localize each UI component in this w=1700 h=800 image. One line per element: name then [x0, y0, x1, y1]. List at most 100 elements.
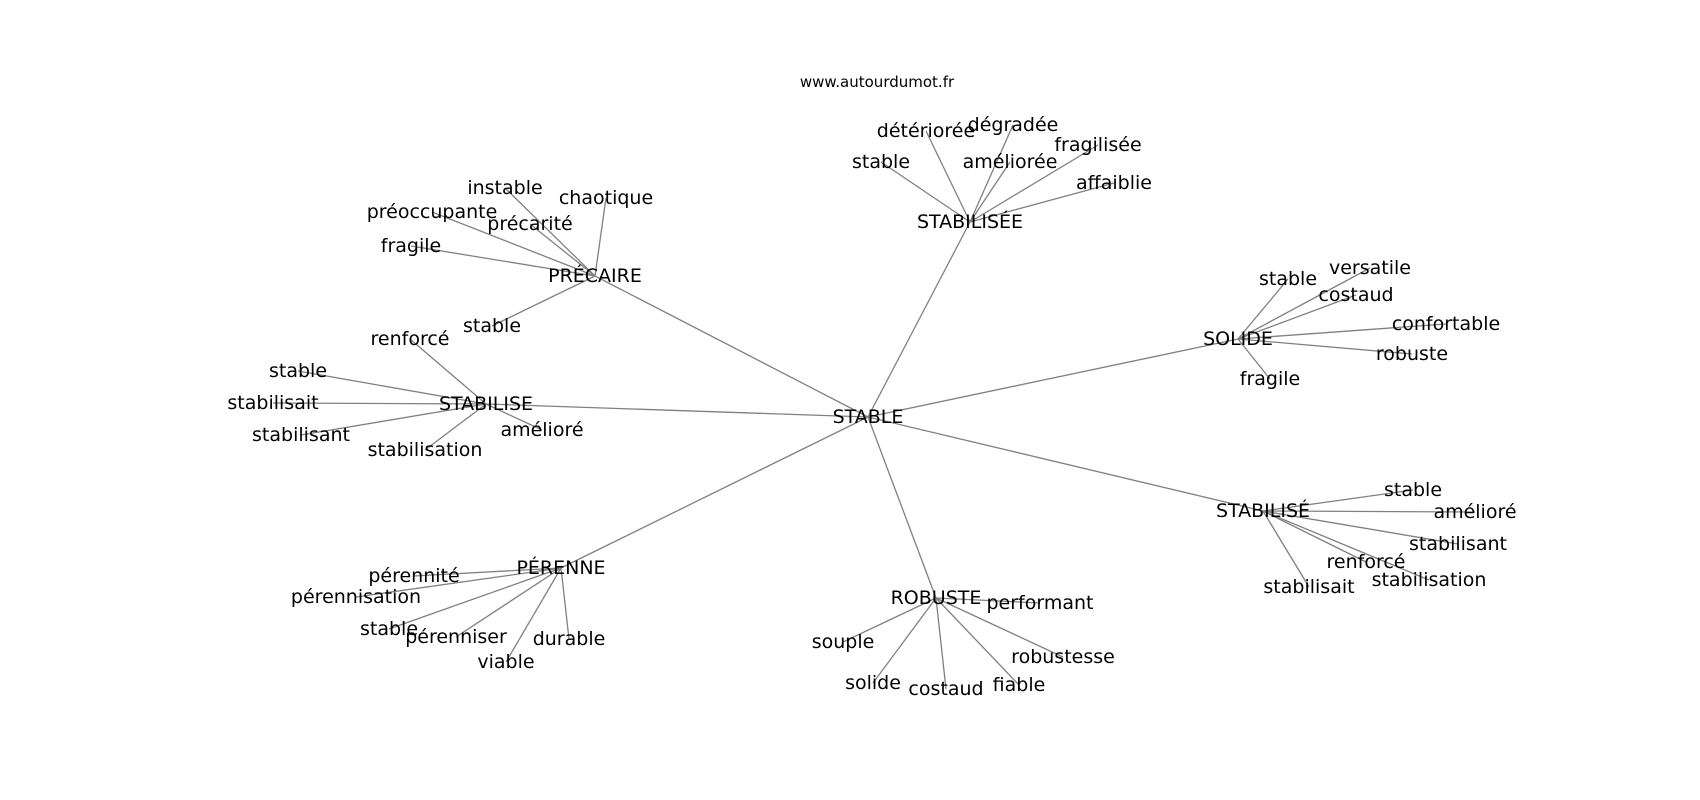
word-node-perenne-4: viable [477, 651, 534, 673]
word-node-stabilise-acc-0: stable [1384, 479, 1442, 501]
word-node-stabilise-acc-1: amélioré [1433, 501, 1516, 523]
edge-solide-word-3 [1237, 323, 1447, 340]
word-node-robuste-4: costaud [908, 678, 983, 700]
word-node-robuste-5: fiable [993, 674, 1046, 696]
edge-stabilise-acc-word-2 [1262, 510, 1459, 545]
edge-stabilise-acc-word-3 [1262, 510, 1367, 563]
word-node-perenne-2: stable [360, 618, 418, 640]
edge-perenne-word-5 [560, 567, 570, 640]
edge-stabilise-acc-word-4 [1262, 510, 1430, 581]
word-node-precaire-4: fragile [381, 235, 441, 257]
edge-perenne-word-4 [505, 567, 562, 663]
word-node-stabilise-5: amélioré [500, 419, 583, 441]
word-node-precaire-3: précarité [487, 213, 572, 235]
edge-precaire-word-4 [410, 245, 596, 277]
edge-center-stabilise-acc [867, 416, 1264, 512]
word-node-perenne-5: durable [533, 628, 606, 650]
word-node-stabilisee-1: dégradée [968, 114, 1059, 136]
word-node-robuste-2: robustesse [1011, 646, 1115, 668]
edge-stabilisee-word-0 [925, 130, 971, 223]
edge-stabilise-word-5 [485, 403, 543, 431]
graph-labels: STABLE PRÉCAIRE instable chaotique préoccupa… [227, 114, 1516, 700]
edge-solide-word-5 [1237, 338, 1271, 380]
word-node-stabilisee-5: affaiblie [1076, 172, 1152, 194]
cluster-node-precaire: PRÉCAIRE [548, 264, 642, 287]
word-node-solide-1: versatile [1329, 257, 1411, 279]
word-node-stabilisee-2: stable [852, 151, 910, 173]
word-node-precaire-2: préoccupante [367, 201, 498, 223]
word-node-solide-3: confortable [1392, 313, 1500, 335]
word-node-solide-4: robuste [1376, 343, 1448, 365]
edge-perenne-word-3 [455, 567, 562, 638]
word-node-perenne-3: pérenniser [405, 626, 507, 648]
source-label: www.autourdumot.fr [800, 73, 955, 91]
edge-stabilise-word-1 [297, 370, 487, 405]
edge-robuste-word-2 [935, 597, 1064, 658]
word-node-stabilisee-3: améliorée [963, 151, 1058, 173]
edge-robuste-word-0 [935, 597, 1041, 604]
cluster-node-stabilise-acc: STABILISÉ [1216, 499, 1310, 522]
edge-stabilise-word-4 [424, 403, 487, 451]
edge-center-perenne [560, 416, 869, 569]
word-node-stabilise-acc-2: stabilisant [1409, 533, 1507, 555]
edge-solide-word-1 [1237, 267, 1371, 340]
edge-robuste-word-3 [872, 597, 937, 684]
edge-stabilise-word-0 [409, 338, 487, 405]
word-node-stabilise-acc-5: stabilisait [1263, 576, 1354, 598]
word-node-precaire-0: instable [467, 177, 542, 199]
word-node-precaire-1: chaotique [559, 187, 653, 209]
edge-stabilisee-word-2 [880, 161, 971, 223]
word-node-solide-0: stable [1259, 268, 1317, 290]
cluster-node-robuste: ROBUSTE [891, 587, 982, 609]
edge-robuste-word-4 [935, 597, 947, 690]
word-node-perenne-0: pérennité [368, 565, 459, 587]
edge-robuste-word-1 [842, 597, 937, 643]
word-node-precaire-5: stable [463, 315, 521, 337]
edge-stabilise-acc-word-1 [1262, 510, 1476, 513]
edge-precaire-word-3 [529, 223, 596, 277]
edge-stabilisee-word-5 [969, 182, 1115, 223]
word-node-perenne-1: pérennisation [291, 586, 421, 608]
word-node-stabilise-acc-4: stabilisation [1372, 569, 1487, 591]
edge-center-robuste [867, 416, 937, 599]
word-node-robuste-1: souple [812, 631, 875, 653]
edge-perenne-word-2 [388, 567, 562, 630]
edge-solide-word-2 [1237, 294, 1357, 340]
word-node-stabilisee-0: détériorée [877, 120, 975, 142]
edge-stabilisee-word-3 [969, 161, 1011, 223]
word-node-robuste-3: solide [845, 672, 901, 694]
cluster-node-perenne: PÉRENNE [516, 556, 605, 579]
edge-solide-word-0 [1237, 278, 1289, 340]
word-node-stabilise-3: stabilisant [252, 424, 350, 446]
edge-center-stabilisee [867, 221, 971, 418]
edge-stabilisee-word-1 [969, 124, 1014, 223]
edge-stabilise-acc-word-0 [1262, 489, 1414, 512]
edge-stabilise-acc-word-5 [1262, 510, 1310, 588]
cluster-node-stabilise: STABILISE [439, 393, 533, 415]
edge-precaire-word-0 [504, 187, 596, 277]
edge-perenne-word-0 [413, 567, 562, 577]
cluster-node-solide: SOLIDE [1203, 328, 1273, 350]
edge-center-precaire [594, 275, 869, 418]
word-node-stabilise-0: renforcé [371, 328, 450, 350]
edge-precaire-word-1 [594, 197, 607, 277]
edge-solide-word-4 [1237, 338, 1413, 355]
word-node-stabilisee-4: fragilisée [1054, 134, 1141, 156]
word-node-stabilise-4: stabilisation [368, 439, 483, 461]
edge-center-stabilise [485, 403, 869, 418]
edge-robuste-word-5 [935, 597, 1020, 686]
edge-perenne-word-1 [355, 567, 562, 598]
word-node-stabilise-1: stable [269, 360, 327, 382]
word-node-robuste-0: performant [987, 592, 1094, 614]
edge-stabilisee-word-4 [969, 144, 1099, 223]
word-node-solide-5: fragile [1240, 368, 1300, 390]
edge-stabilise-word-3 [300, 403, 487, 436]
edge-center-solide [867, 338, 1239, 418]
cluster-node-stabilisee: STABILISÉE [917, 210, 1023, 233]
word-node-solide-2: costaud [1318, 284, 1393, 306]
word-node-stabilise-2: stabilisait [227, 392, 318, 414]
center-node-label: STABLE [833, 406, 904, 428]
word-node-stabilise-acc-3: renforcé [1327, 551, 1406, 573]
edge-stabilise-word-2 [272, 402, 487, 405]
